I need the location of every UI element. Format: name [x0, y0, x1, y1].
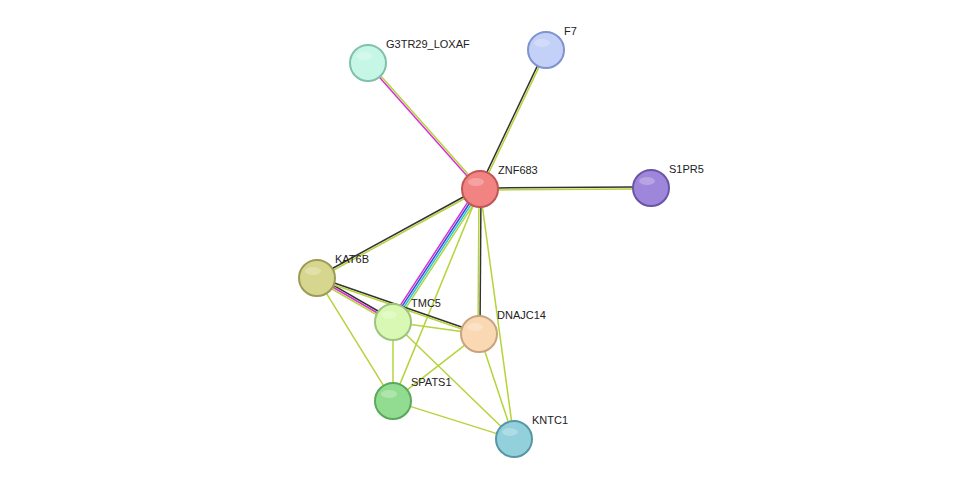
node-label: F7 [564, 25, 577, 38]
node-circle [298, 259, 336, 297]
evidence-line [498, 188, 633, 190]
interaction-edge [407, 345, 465, 390]
protein-node: ZNF683 [461, 170, 499, 208]
node-disc [496, 421, 532, 457]
node-circle [461, 170, 499, 208]
interaction-edge [410, 406, 497, 433]
interaction-edge [332, 197, 464, 271]
node-disc [375, 383, 411, 419]
interaction-edge [326, 293, 383, 385]
evidence-line [400, 206, 473, 385]
node-disc [462, 171, 498, 207]
evidence-line [332, 197, 463, 269]
protein-node: F7 [527, 31, 565, 69]
evidence-line [405, 206, 472, 309]
interaction-edge [487, 66, 539, 173]
node-highlight [502, 428, 518, 436]
evidence-line [479, 207, 481, 316]
node-disc [350, 45, 386, 81]
node-disc [375, 304, 411, 340]
interaction-edge [379, 76, 469, 176]
protein-node: KNTC1 [495, 420, 533, 458]
node-disc [528, 32, 564, 68]
evidence-line [333, 199, 464, 271]
node-highlight [381, 311, 397, 319]
evidence-line [332, 289, 377, 315]
node-label: DNAJC14 [497, 309, 546, 322]
node-highlight [534, 39, 550, 47]
node-circle [349, 44, 387, 82]
interaction-edge [393, 340, 394, 383]
evidence-line [407, 345, 465, 390]
node-circle [374, 303, 412, 341]
interaction-edge [498, 187, 633, 190]
evidence-line [485, 351, 509, 422]
protein-node: KAT6B [298, 259, 336, 297]
interaction-edge [400, 202, 472, 308]
node-highlight [639, 177, 655, 185]
evidence-line [402, 204, 469, 307]
node-disc [461, 316, 497, 352]
node-label: KAT6B [335, 253, 369, 266]
node-label: KNTC1 [532, 414, 568, 427]
evidence-line [381, 76, 469, 175]
node-highlight [381, 390, 397, 398]
node-circle [374, 382, 412, 420]
evidence-line [400, 202, 467, 305]
node-highlight [356, 52, 372, 60]
node-circle [632, 169, 670, 207]
interaction-edge [485, 351, 509, 422]
interaction-edge [478, 207, 481, 316]
node-label: SPATS1 [411, 376, 452, 389]
evidence-line [333, 287, 378, 313]
protein-node: G3TR29_LOXAF [349, 44, 387, 82]
node-highlight [305, 267, 321, 275]
interaction-edge [400, 206, 473, 385]
protein-node: S1PR5 [632, 169, 670, 207]
evidence-line [379, 77, 467, 176]
evidence-line [489, 67, 540, 173]
evidence-line [411, 324, 461, 331]
evidence-line [498, 186, 633, 188]
node-circle [495, 420, 533, 458]
node-highlight [467, 323, 483, 331]
interaction-edge [411, 324, 461, 331]
protein-node: TMC5 [374, 303, 412, 341]
node-circle [527, 31, 565, 69]
node-disc [633, 170, 669, 206]
evidence-line [477, 207, 479, 316]
evidence-line [326, 293, 383, 385]
protein-node: DNAJC14 [460, 315, 498, 353]
node-disc [299, 260, 335, 296]
node-label: TMC5 [411, 297, 441, 310]
node-label: S1PR5 [669, 163, 704, 176]
node-circle [460, 315, 498, 353]
node-label: G3TR29_LOXAF [386, 38, 470, 51]
evidence-line [487, 66, 538, 172]
evidence-line [392, 340, 394, 383]
node-highlight [468, 178, 484, 186]
node-label: ZNF683 [498, 164, 538, 177]
evidence-line [410, 406, 497, 433]
protein-node: SPATS1 [374, 382, 412, 420]
